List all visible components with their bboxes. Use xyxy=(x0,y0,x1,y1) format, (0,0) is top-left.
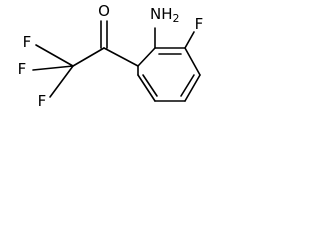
amine-symbol: NH xyxy=(150,5,173,23)
carbonyl-group xyxy=(72,20,139,67)
atom-amine: NH2 xyxy=(150,5,180,25)
atom-fluorine-bottom: F xyxy=(38,92,47,110)
ring-inner-double-3 xyxy=(142,74,158,97)
atom-fluorine-ring: F xyxy=(195,15,204,33)
atom-fluorine-middle: F xyxy=(18,60,27,78)
ring-inner-double-2 xyxy=(180,74,195,97)
ring-bond-6 xyxy=(137,74,156,102)
bond-cf-top xyxy=(35,44,74,67)
ring-bond-1 xyxy=(137,47,156,67)
bond-cf-bottom xyxy=(49,65,74,98)
benzene-ring xyxy=(137,47,201,102)
amine-subscript: 2 xyxy=(173,12,180,25)
atom-oxygen: O xyxy=(98,2,110,20)
bond-cf-middle xyxy=(32,65,74,71)
ring-bond-4 xyxy=(184,74,201,102)
bond-cf3-carbonyl xyxy=(72,47,105,67)
chemical-structure-diagram: O NH2 F F F F xyxy=(18,2,204,110)
atom-fluorine-top: F xyxy=(23,33,32,51)
bond-ring-fluorine xyxy=(184,31,195,49)
bond-carbonyl-ring xyxy=(103,47,139,67)
trifluoromethyl-group xyxy=(32,44,74,98)
ring-bond-3 xyxy=(184,47,201,76)
